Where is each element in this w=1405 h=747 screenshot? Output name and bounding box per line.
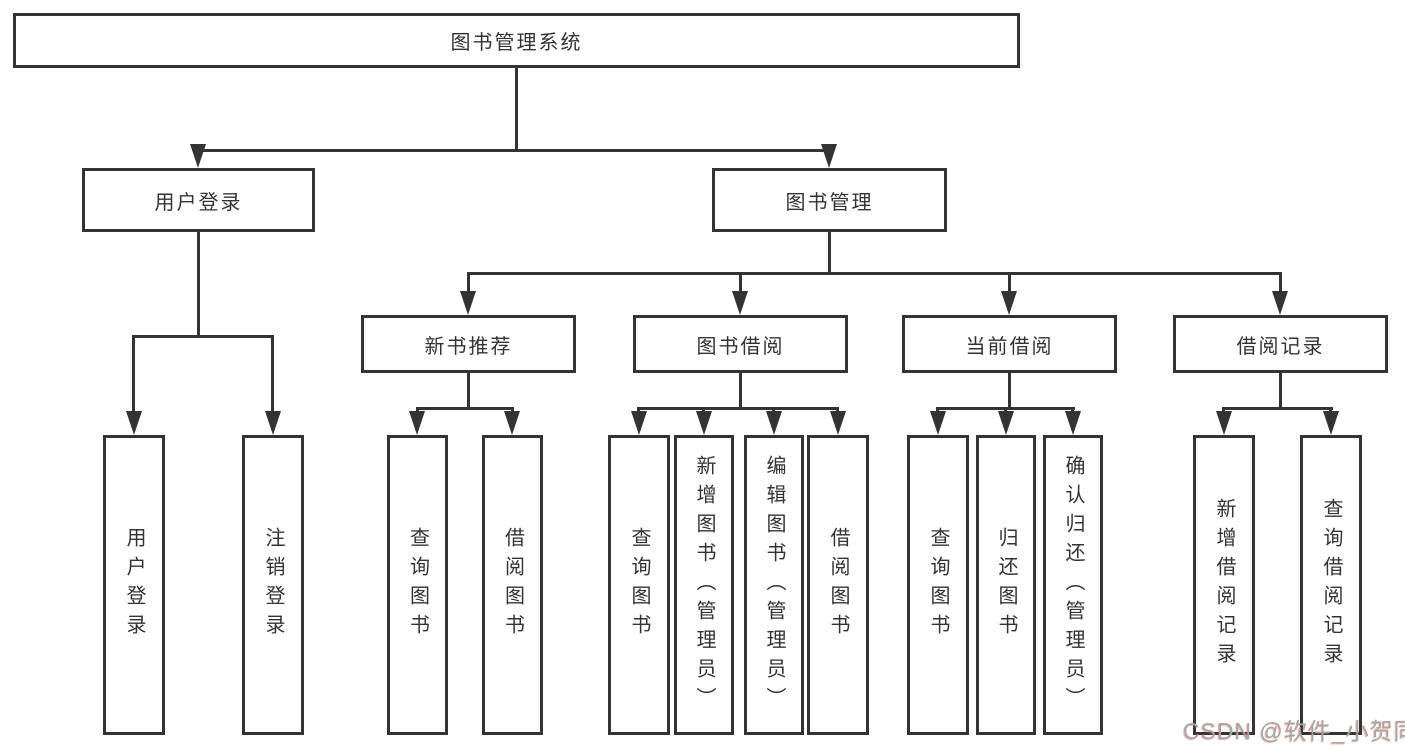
leaf-query-books-recommend: 查询图书	[387, 435, 448, 735]
arrow-down-icon	[1001, 291, 1017, 315]
node-new-book-recommendation: 新书推荐	[361, 315, 576, 373]
node-label: 借阅图书	[501, 527, 524, 643]
leaf-return-book: 归还图书	[976, 435, 1036, 735]
node-label: 注销登录	[262, 527, 284, 643]
connector-line	[1222, 407, 1225, 414]
connector-line	[1279, 272, 1282, 294]
connector-line	[197, 149, 831, 152]
arrow-down-icon	[460, 291, 476, 315]
arrow-down-icon	[1272, 291, 1288, 315]
arrow-down-icon	[1216, 411, 1232, 435]
connector-line	[702, 407, 705, 414]
arrow-down-icon	[631, 411, 647, 435]
leaf-logout: 注销登录	[242, 435, 304, 735]
arrow-down-icon	[1065, 411, 1081, 435]
connector-line	[1008, 272, 1011, 294]
arrow-down-icon	[126, 411, 142, 435]
node-label: 查询图书	[406, 527, 429, 643]
leaf-query-books-current: 查询图书	[907, 435, 969, 735]
connector-line	[467, 373, 470, 407]
connector-line	[1279, 373, 1282, 407]
node-label: 查询图书	[628, 527, 650, 643]
node-label: 新增借阅记录	[1213, 498, 1235, 672]
arrow-down-icon	[930, 411, 946, 435]
connector-line	[467, 272, 1281, 275]
leaf-query-books-borrowing: 查询图书	[608, 435, 670, 735]
connector-line	[1222, 407, 1333, 410]
connector-line	[271, 335, 274, 415]
node-label: 查询借阅记录	[1320, 498, 1342, 672]
arrow-down-icon	[821, 144, 837, 168]
connector-line	[637, 407, 839, 410]
arrow-down-icon	[1323, 411, 1339, 435]
connector-line	[133, 335, 273, 338]
arrow-down-icon	[732, 291, 748, 315]
node-label: 新增图书（管理员）	[693, 454, 715, 716]
arrow-down-icon	[696, 411, 712, 435]
node-label: 新书推荐	[424, 335, 513, 358]
connector-line	[197, 232, 200, 335]
node-label: 归还图书	[995, 527, 1017, 643]
leaf-user-login: 用户登录	[103, 435, 165, 735]
connector-line	[936, 407, 939, 414]
arrow-down-icon	[830, 411, 846, 435]
arrow-down-icon	[998, 411, 1014, 435]
connector-line	[1071, 407, 1074, 414]
connector-line	[132, 335, 135, 415]
arrow-down-icon	[190, 144, 206, 168]
connector-line	[739, 272, 742, 294]
arrow-down-icon	[766, 411, 782, 435]
node-label: 借阅记录	[1236, 335, 1325, 358]
connector-line	[836, 407, 839, 414]
node-label: 确认归还（管理员）	[1062, 454, 1084, 716]
connector-line	[828, 232, 831, 272]
connector-line	[416, 407, 514, 410]
arrow-down-icon	[265, 411, 281, 435]
node-label: 当前借阅	[965, 335, 1054, 358]
node-book-borrowing: 图书借阅	[633, 315, 848, 373]
watermark: CSDN @软件_小贺同学	[1183, 718, 1405, 744]
connector-line	[515, 68, 518, 149]
node-library-management-system: 图书管理系统	[13, 13, 1020, 68]
leaf-query-borrow-record: 查询借阅记录	[1300, 435, 1362, 735]
connector-line	[511, 407, 514, 414]
arrow-down-icon	[409, 411, 425, 435]
node-label: 用户登录	[123, 527, 145, 643]
connector-line	[1004, 407, 1007, 414]
connector-line	[739, 373, 742, 407]
node-label: 图书管理系统	[450, 32, 583, 54]
node-borrowing-records: 借阅记录	[1173, 315, 1388, 373]
node-label: 编辑图书（管理员）	[763, 454, 785, 716]
arrow-down-icon	[504, 411, 520, 435]
connector-line	[637, 407, 640, 414]
node-book-management: 图书管理	[712, 168, 947, 232]
connector-line	[772, 407, 775, 414]
leaf-confirm-return-admin: 确认归还（管理员）	[1043, 435, 1103, 735]
connector-line	[416, 407, 419, 414]
node-label: 图书借阅	[696, 335, 785, 358]
node-label: 查询图书	[927, 527, 949, 643]
node-user-login: 用户登录	[82, 168, 315, 232]
node-label: 借阅图书	[827, 527, 849, 643]
leaf-edit-book-admin: 编辑图书（管理员）	[744, 435, 804, 735]
leaf-borrow-books-recommend: 借阅图书	[482, 435, 543, 735]
connector-line	[1008, 373, 1011, 407]
node-label: 用户登录	[154, 191, 243, 214]
node-label: 图书管理	[785, 191, 874, 214]
leaf-borrow-books-borrowing: 借阅图书	[807, 435, 869, 735]
leaf-add-borrow-record: 新增借阅记录	[1193, 435, 1255, 735]
connector-line	[467, 272, 470, 294]
node-current-borrowing: 当前借阅	[902, 315, 1117, 373]
leaf-add-book-admin: 新增图书（管理员）	[674, 435, 734, 735]
connector-line	[1329, 407, 1332, 414]
